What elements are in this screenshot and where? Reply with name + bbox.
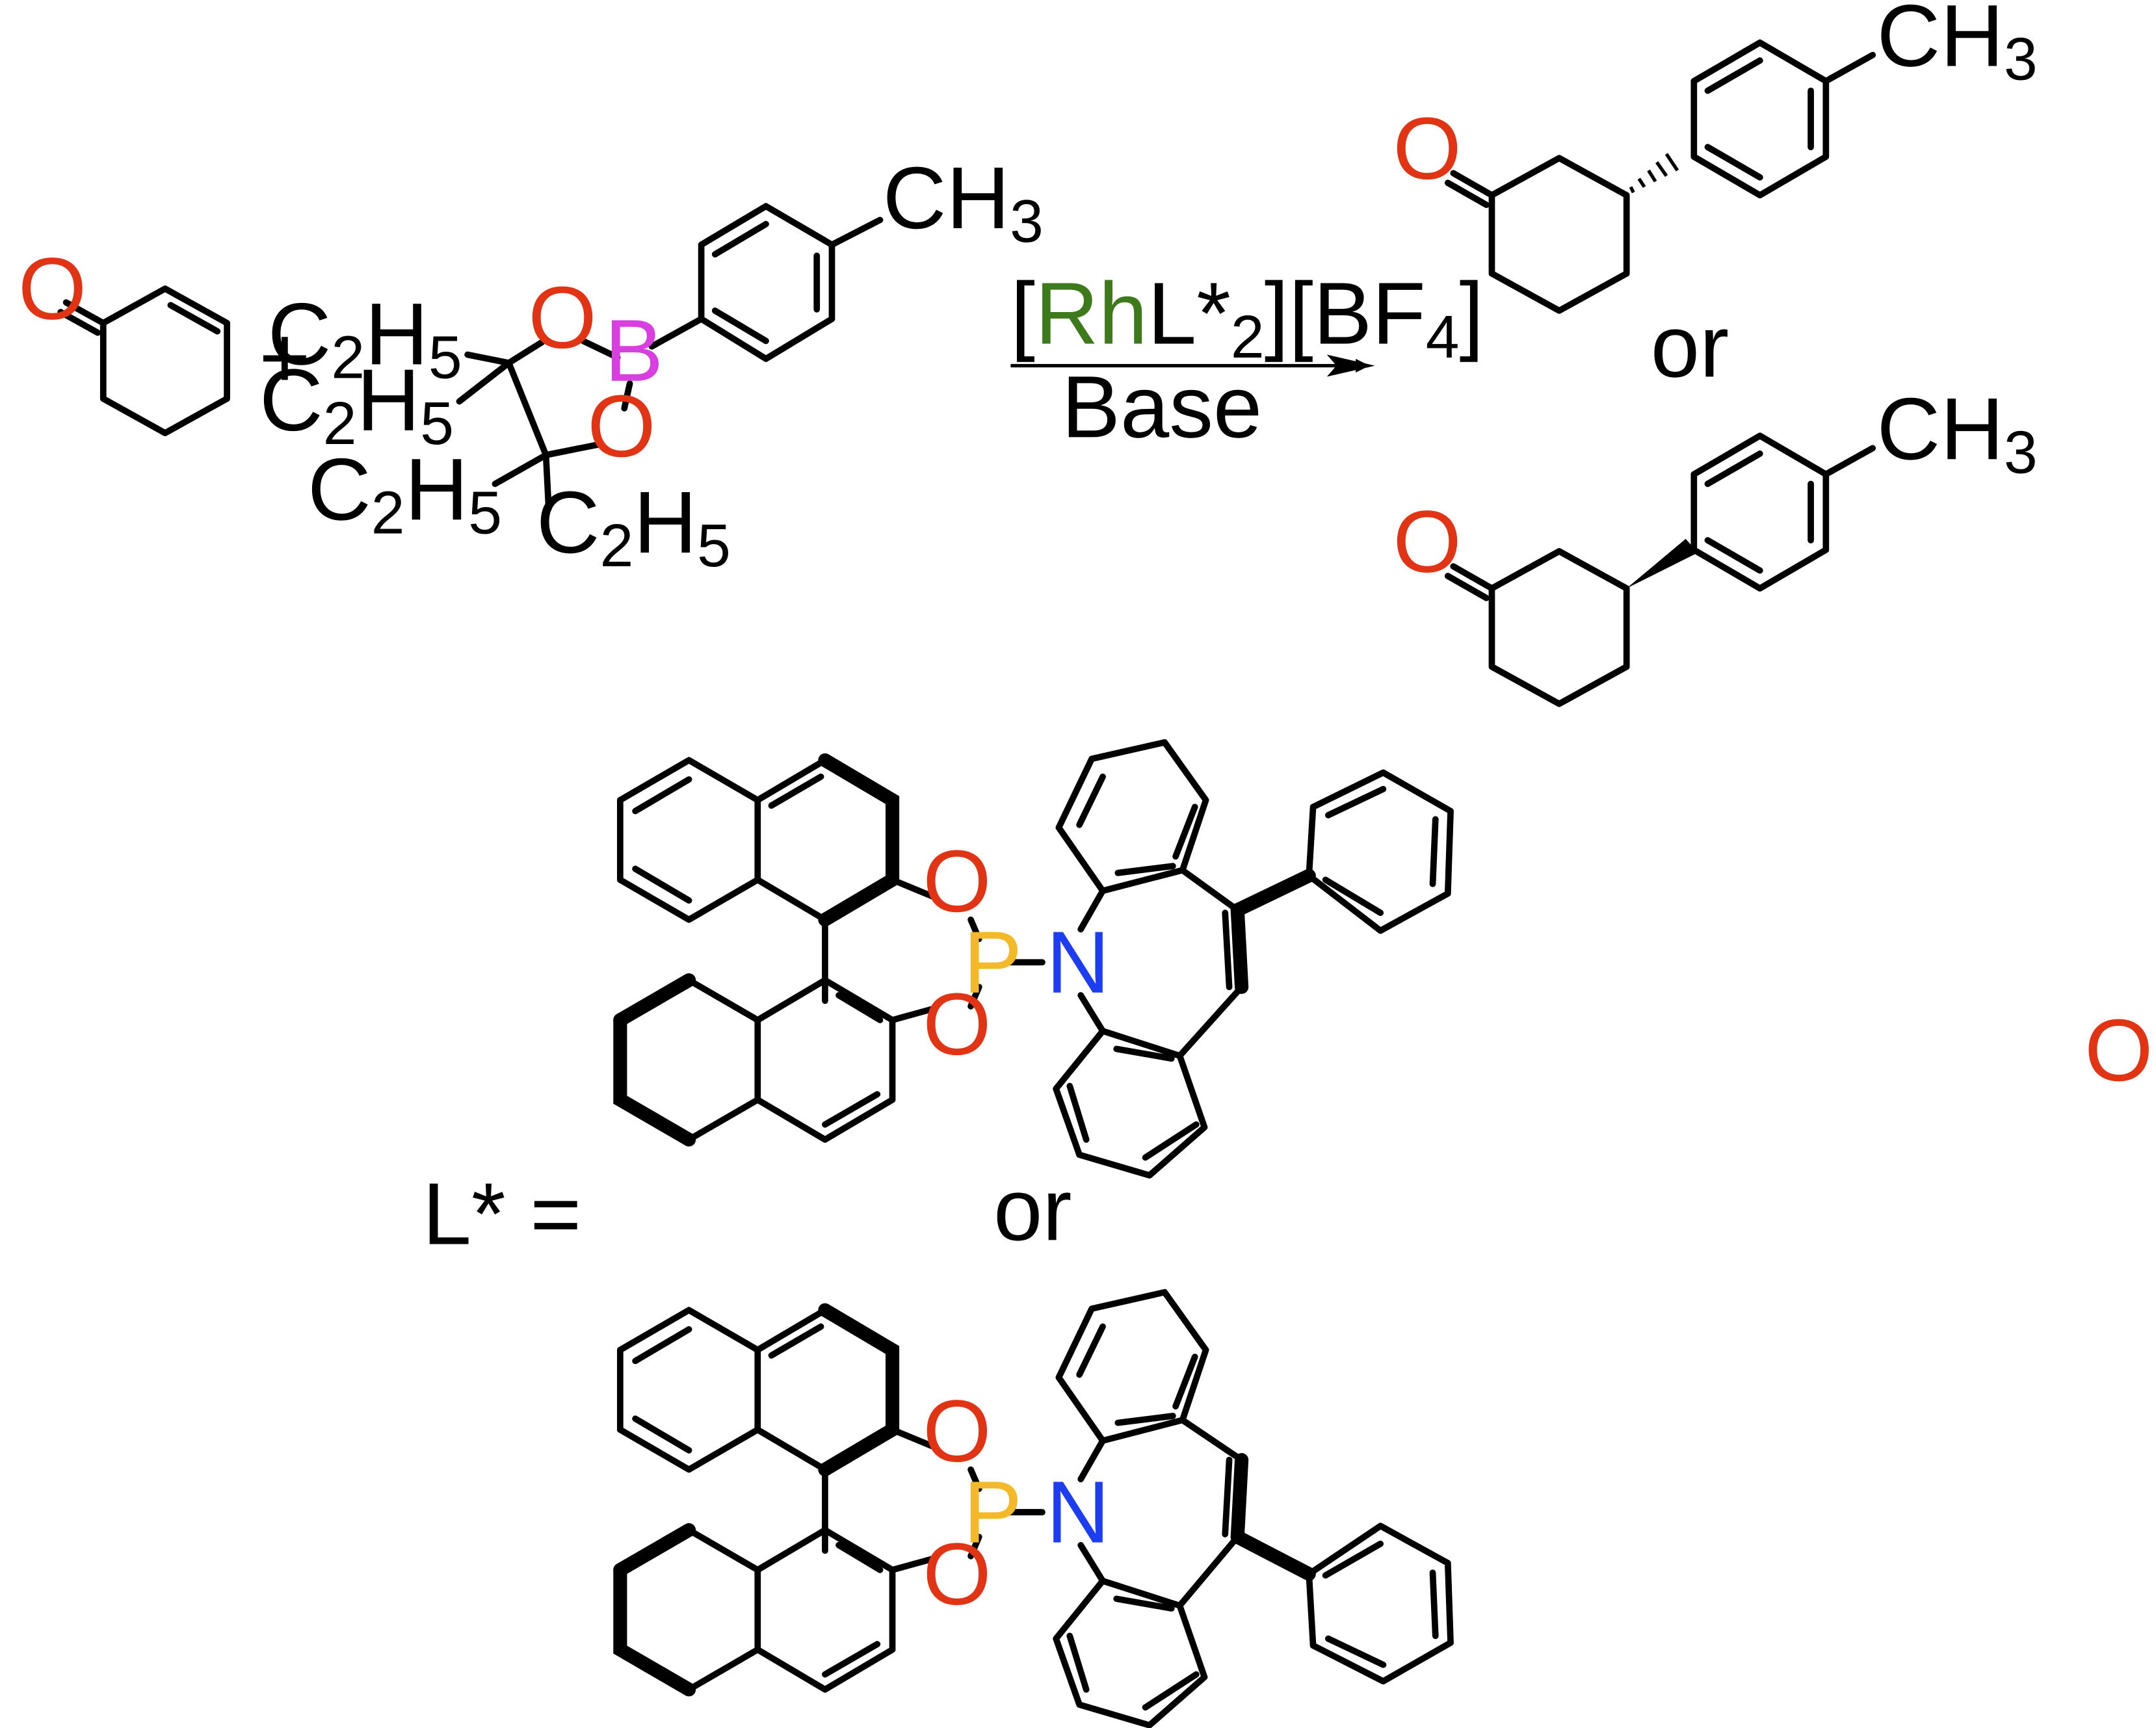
- phosphorus-label: P: [964, 913, 1022, 1012]
- ligand-structure: O P O N: [613, 1289, 1454, 1728]
- oxygen-label: O: [1393, 99, 1461, 198]
- svg-text:C2H5: C2H5: [259, 350, 454, 457]
- plus-sign: +: [259, 308, 310, 406]
- svg-text:CH3: CH3: [1877, 0, 2038, 93]
- svg-text:CH3: CH3: [883, 148, 1044, 255]
- oxygen-label: O: [923, 831, 991, 930]
- product-r: O CH3: [1393, 0, 2038, 314]
- reaction-arrow: [1010, 354, 1375, 377]
- boron-label: B: [605, 301, 663, 400]
- oxygen-label: O: [923, 1525, 991, 1623]
- svg-text:CH3: CH3: [1877, 379, 2038, 486]
- ligand-or-label: or: [993, 1160, 1071, 1259]
- product-s: O CH3: [1393, 379, 2038, 707]
- oxygen-label: O: [18, 239, 86, 338]
- stray-oxygen-label: O: [2084, 1001, 2153, 1099]
- svg-text:C2H5: C2H5: [308, 439, 502, 546]
- oxygen-label: O: [1393, 492, 1461, 591]
- base-label: Base: [1062, 357, 1262, 456]
- ethyl-group: C2H5: [268, 284, 462, 391]
- oxygen-label: O: [923, 1381, 991, 1480]
- cyclohexenone: O: [18, 239, 230, 436]
- phosphorus-label: P: [964, 1463, 1022, 1562]
- product-or-label: or: [1651, 296, 1729, 395]
- catalyst-label: [RhL*2][BF4]: [1010, 264, 1484, 371]
- ethyl-group: C2H5: [536, 473, 731, 579]
- svg-text:C2H5: C2H5: [268, 284, 462, 391]
- boronic-ester: O B O CH3 C2H5 C2H5 C2H5 C2H5: [259, 148, 1044, 579]
- ethyl-group: C2H5: [308, 439, 502, 546]
- methyl-group: CH3: [1877, 379, 2038, 486]
- ethyl-group: C2H5: [259, 350, 454, 457]
- methyl-group: CH3: [1877, 0, 2038, 93]
- oxygen-label: O: [528, 268, 596, 367]
- ligand-structure: O P O N: [613, 739, 1454, 1179]
- oxygen-label: O: [923, 975, 991, 1073]
- svg-text:C2H5: C2H5: [536, 473, 731, 579]
- oxygen-label: O: [587, 376, 655, 475]
- nitrogen-label: N: [1046, 913, 1110, 1012]
- methyl-group: CH3: [883, 148, 1044, 255]
- nitrogen-label: N: [1046, 1463, 1110, 1562]
- ligand-label: L* =: [423, 1164, 582, 1263]
